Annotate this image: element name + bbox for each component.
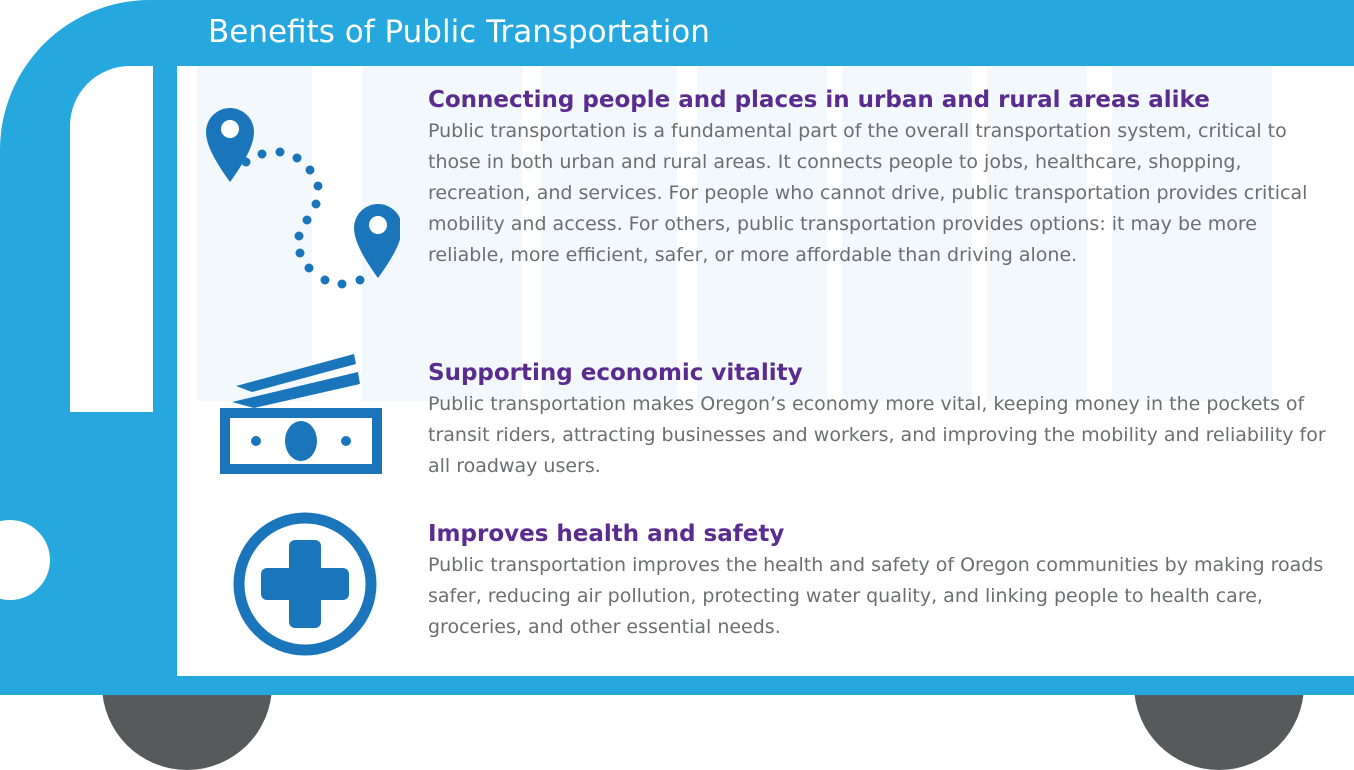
page-title: Benefits of Public Transportation (208, 14, 710, 50)
section-body: Public transportation makes Oregon’s eco… (428, 393, 1326, 477)
section-health: Improves health and safety Public transp… (428, 520, 1328, 643)
section-economic: Supporting economic vitality Public tran… (428, 359, 1328, 482)
section-connecting: Connecting people and places in urban an… (428, 86, 1328, 271)
map-route-icon (206, 108, 400, 289)
section-heading: Connecting people and places in urban an… (428, 87, 1210, 113)
background-stripe (1112, 66, 1272, 401)
section-body: Public transportation is a fundamental p… (428, 120, 1308, 266)
health-cross-icon (233, 512, 377, 656)
background-stripe (987, 66, 1087, 401)
money-icon (220, 354, 382, 474)
section-heading: Supporting economic vitality (428, 360, 803, 386)
section-body: Public transportation improves the healt… (428, 554, 1324, 638)
background-stripe (842, 66, 972, 401)
section-heading: Improves health and safety (428, 521, 785, 547)
background-stripe (542, 66, 677, 401)
background-stripe (697, 66, 827, 401)
bus-window (70, 66, 153, 412)
